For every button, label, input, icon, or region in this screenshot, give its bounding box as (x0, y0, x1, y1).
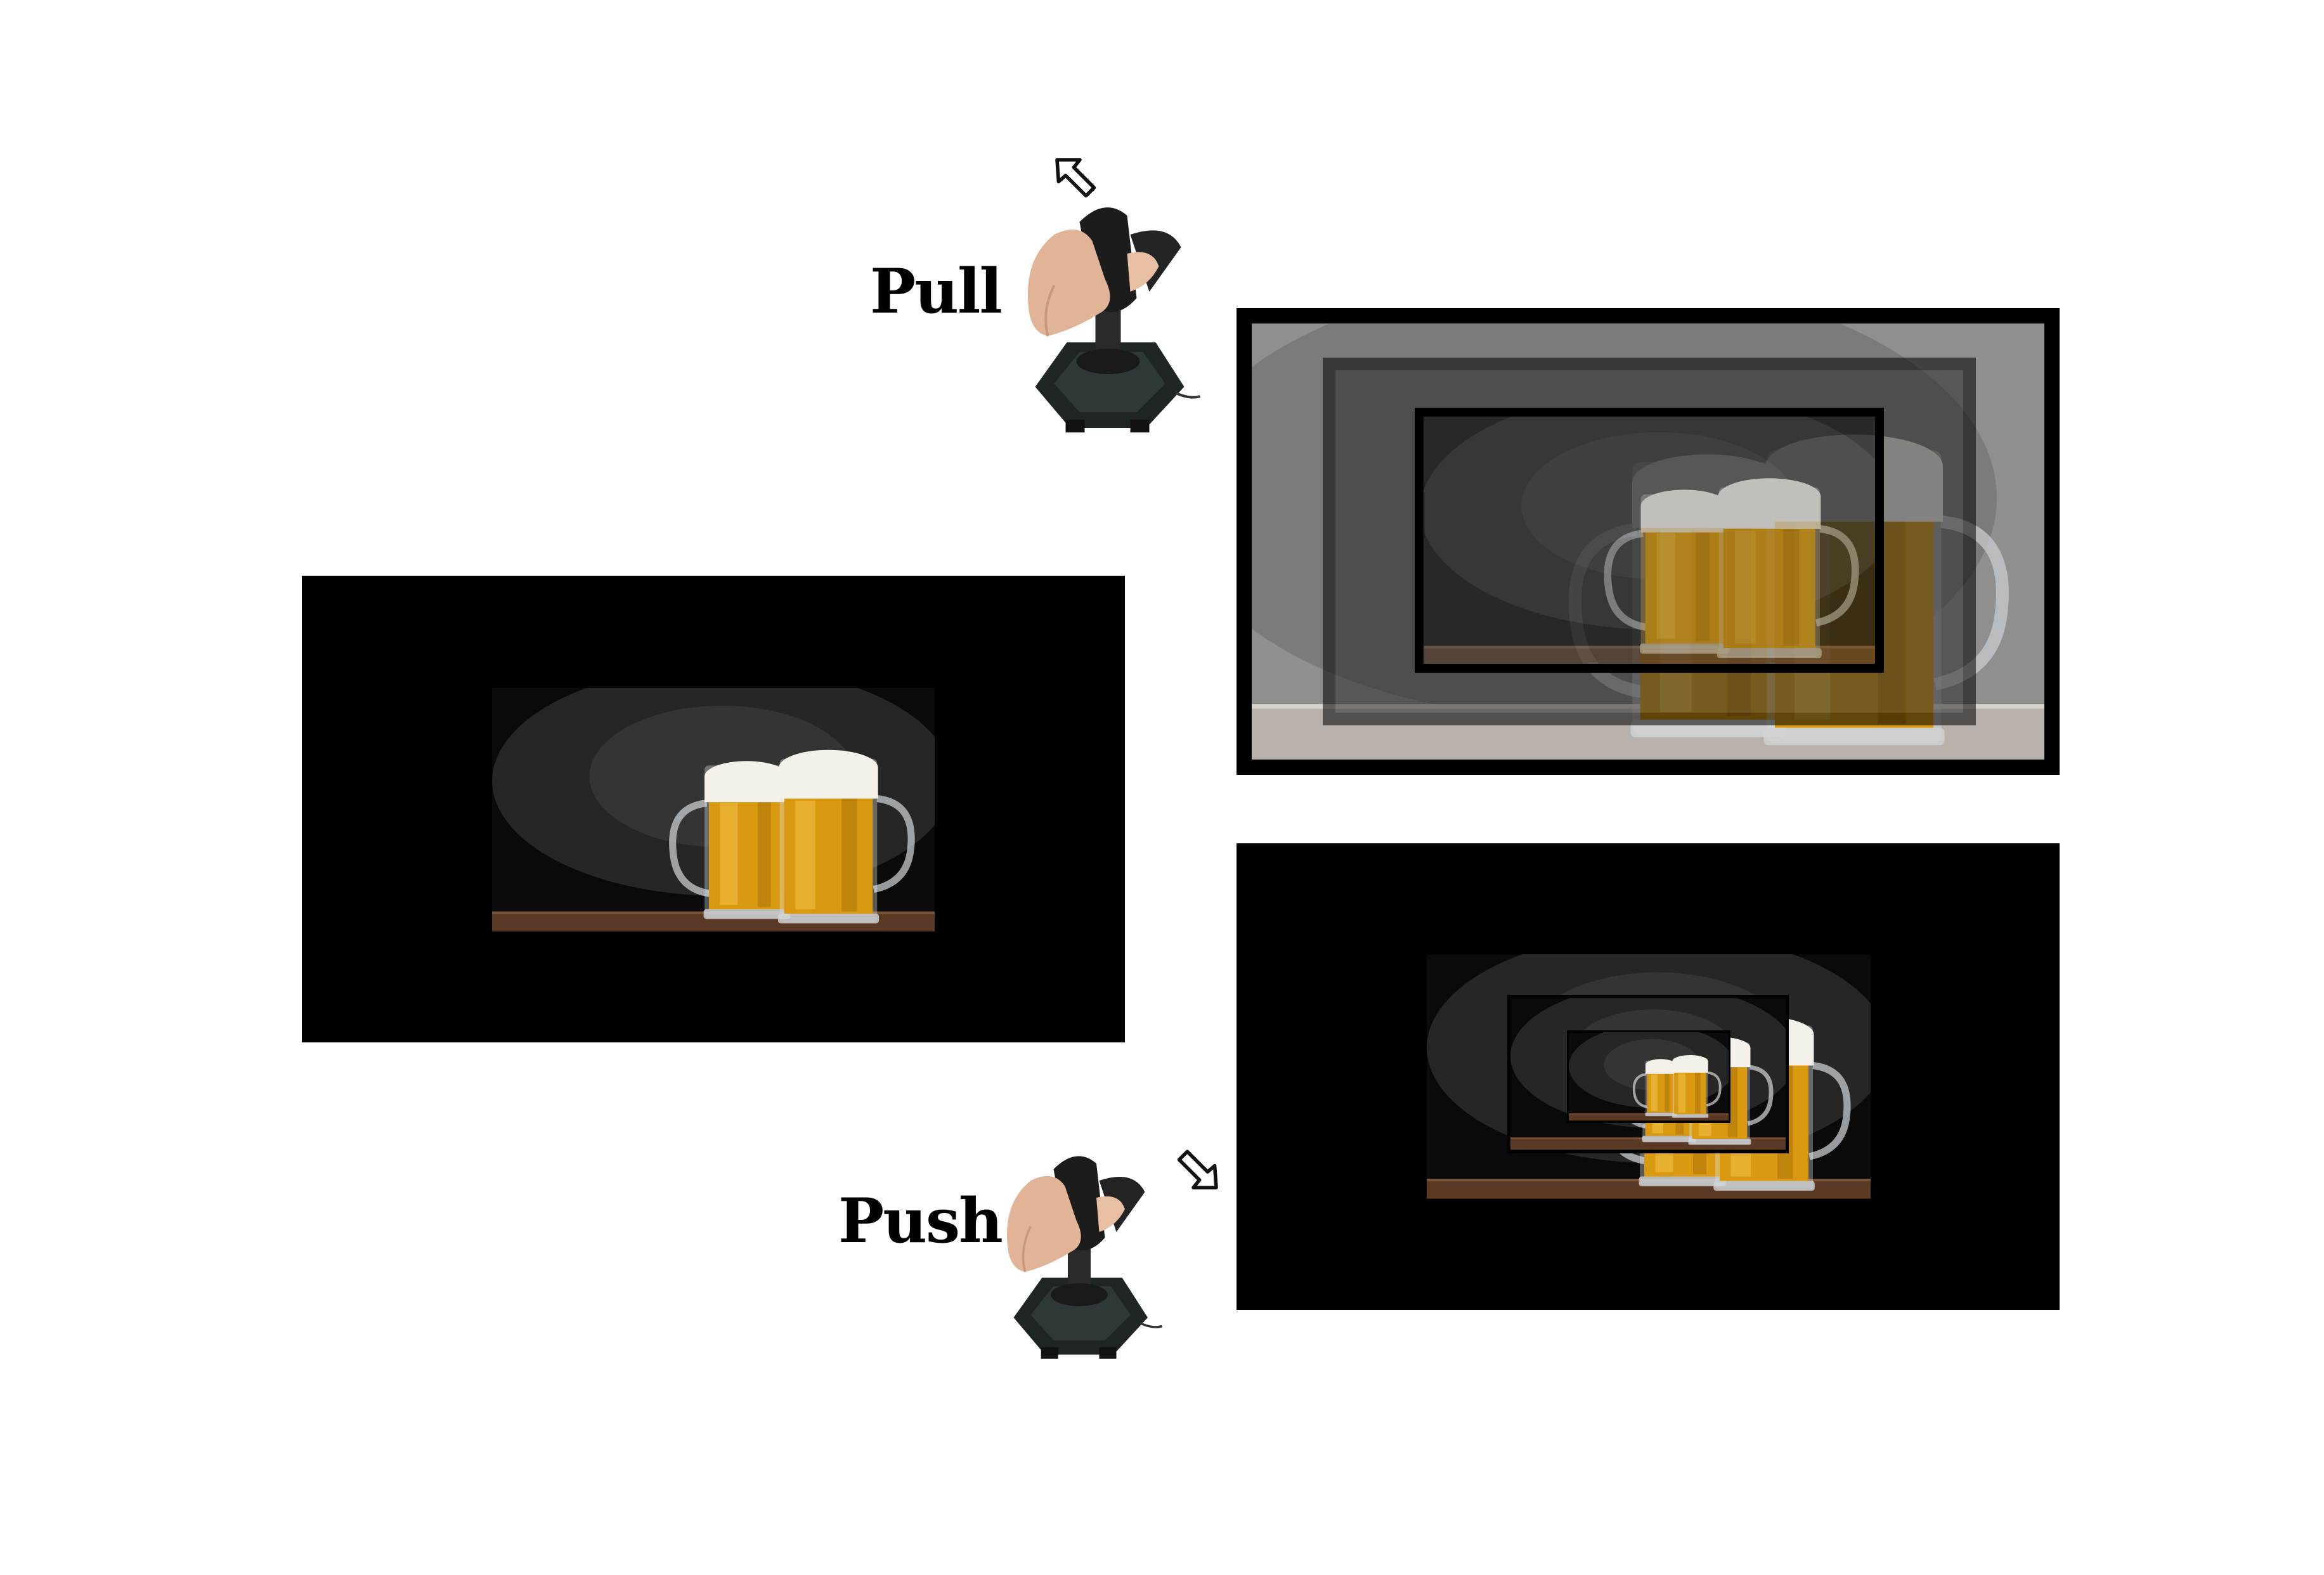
push-zoomed-image-small (1569, 1025, 1735, 1120)
pull-label: Pull (870, 256, 1003, 327)
original-view-panel (302, 576, 1125, 1042)
joystick-pull-icon (1028, 207, 1200, 432)
pull-zoomed-image-small (1420, 391, 1898, 666)
pull-inner-frame (1415, 408, 1884, 673)
joystick-push-icon (1007, 1156, 1162, 1358)
push-zoom-panel (1237, 843, 2060, 1310)
push-label: Push (838, 1185, 1003, 1257)
pull-zoom-panel (1237, 308, 2060, 775)
arrow-down-right-icon (1179, 1151, 1216, 1188)
arrow-up-left-icon (1057, 160, 1094, 196)
original-beer-image (492, 666, 952, 931)
